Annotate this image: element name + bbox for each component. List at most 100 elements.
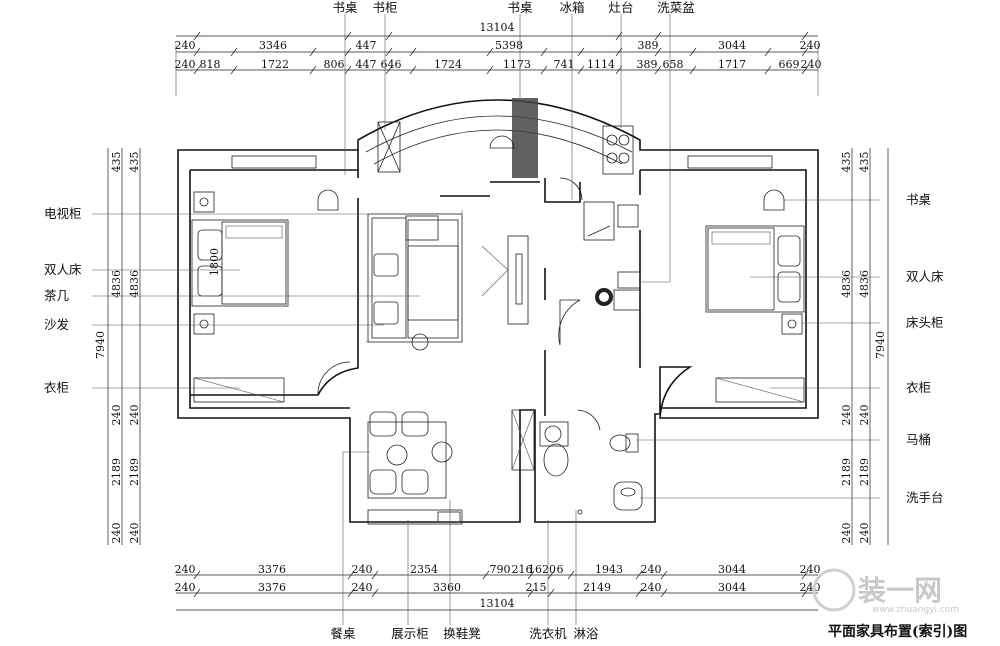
svg-text:1800: 1800 <box>208 248 221 276</box>
label-desk-mid: 书桌 <box>507 0 533 15</box>
svg-text:240: 240 <box>352 563 373 576</box>
label-desk-right: 书桌 <box>906 192 932 207</box>
svg-text:2189: 2189 <box>858 458 871 486</box>
fridge-box <box>583 201 615 241</box>
dim-bottom-total: 13104 <box>480 597 515 610</box>
svg-text:240: 240 <box>840 405 853 426</box>
svg-text:240: 240 <box>110 405 123 426</box>
svg-text:3044: 3044 <box>718 581 746 594</box>
dim-top-2: 3346 <box>259 39 287 52</box>
label-sink: 洗菜盆 <box>657 0 695 15</box>
plan-title: 平面家具布置(索引)图 <box>828 623 967 640</box>
living-area <box>367 213 463 343</box>
label-tv-cabinet: 电视柜 <box>44 206 82 221</box>
svg-text:3376: 3376 <box>258 563 286 576</box>
dim-top-6: 3044 <box>718 39 746 52</box>
svg-text:240: 240 <box>641 563 662 576</box>
wardrobe-left <box>193 377 285 403</box>
left-dimensions: 7940 435 435 4836 4836 240 240 2189 2189… <box>94 148 141 545</box>
dim-left-total: 7940 <box>94 331 107 359</box>
dim-top-1: 240 <box>175 39 196 52</box>
label-fridge: 冰箱 <box>559 0 584 15</box>
dim-top2-9: 741 <box>554 58 575 71</box>
svg-text:2149: 2149 <box>583 581 611 594</box>
watermark-url: www.zhuangyi.com <box>872 605 959 615</box>
svg-text:435: 435 <box>110 152 123 173</box>
double-bed-left <box>191 219 289 307</box>
label-shoe-bench: 换鞋凳 <box>443 626 481 641</box>
dim-top-4: 5398 <box>495 39 523 52</box>
svg-text:240: 240 <box>175 581 196 594</box>
dim-top2-2: 818 <box>200 58 221 71</box>
label-stove: 灶台 <box>608 0 633 15</box>
dim-top2-7: 1724 <box>434 58 462 71</box>
dim-top2-15: 240 <box>801 58 822 71</box>
svg-text:216: 216 <box>512 563 533 576</box>
dim-top2-8: 1173 <box>503 58 531 71</box>
svg-text:790: 790 <box>490 563 511 576</box>
dim-top2-12: 658 <box>663 58 684 71</box>
svg-text:240: 240 <box>128 523 141 544</box>
watermark-logo: 装一网 www.zhuangyi.com <box>812 568 959 615</box>
label-tea-table: 茶几 <box>44 288 70 303</box>
svg-text:6: 6 <box>557 563 564 576</box>
label-dining-table: 餐桌 <box>330 626 356 641</box>
furniture: 1800 <box>191 191 805 525</box>
label-sofa: 沙发 <box>44 317 70 332</box>
label-desk-left: 书桌 <box>332 0 358 15</box>
label-toilet: 马桶 <box>906 432 931 447</box>
label-display-cabinet: 展示柜 <box>391 626 429 641</box>
svg-text:4836: 4836 <box>858 270 871 298</box>
svg-text:240: 240 <box>858 523 871 544</box>
svg-text:4836: 4836 <box>840 270 853 298</box>
svg-text:240: 240 <box>175 563 196 576</box>
svg-text:240: 240 <box>800 581 821 594</box>
wardrobe-right <box>715 377 805 403</box>
dim-top2-13: 1717 <box>718 58 746 71</box>
label-washbasin: 洗手台 <box>906 490 944 505</box>
svg-text:2189: 2189 <box>128 458 141 486</box>
svg-text:435: 435 <box>128 152 141 173</box>
svg-text:215: 215 <box>526 581 547 594</box>
svg-text:240: 240 <box>110 523 123 544</box>
svg-text:4836: 4836 <box>110 270 123 298</box>
dim-top2-10: 1114 <box>587 58 615 71</box>
bottom-dimensions: 240 3376 240 2354 790 216 1620 6 1943 24… <box>175 563 821 611</box>
svg-text:240: 240 <box>840 523 853 544</box>
walls <box>177 98 819 523</box>
right-dimensions: 7940 435 435 4836 4836 240 240 2189 2189… <box>840 148 889 545</box>
top-labels: 书桌 书柜 书桌 冰箱 灶台 洗菜盆 <box>332 0 695 15</box>
dim-right-total: 7940 <box>874 331 887 359</box>
svg-text:4836: 4836 <box>128 270 141 298</box>
label-wardrobe-right: 衣柜 <box>906 380 931 395</box>
watermark-text: 装一网 <box>858 574 942 607</box>
svg-text:240: 240 <box>128 405 141 426</box>
label-shower: 淋浴 <box>573 626 599 641</box>
label-bedside: 床头柜 <box>906 315 944 330</box>
right-labels: 书桌 双人床 床头柜 衣柜 马桶 洗手台 <box>906 192 944 505</box>
svg-text:240: 240 <box>858 405 871 426</box>
dim-top2-1: 240 <box>175 58 196 71</box>
label-washer: 洗衣机 <box>529 626 567 641</box>
svg-text:1620: 1620 <box>528 563 556 576</box>
dining-table <box>367 421 447 499</box>
dim-top2-14: 669 <box>779 58 800 71</box>
dim-top2-5: 447 <box>356 58 377 71</box>
svg-text:240: 240 <box>641 581 662 594</box>
svg-text:2189: 2189 <box>840 458 853 486</box>
dim-top-7: 240 <box>800 39 821 52</box>
svg-text:3376: 3376 <box>258 581 286 594</box>
svg-text:1943: 1943 <box>595 563 623 576</box>
svg-text:435: 435 <box>858 152 871 173</box>
label-double-bed-right: 双人床 <box>906 269 944 284</box>
dim-top-5: 389 <box>638 39 659 52</box>
svg-text:3044: 3044 <box>718 563 746 576</box>
dim-top2-4: 806 <box>324 58 345 71</box>
dim-top2-11: 389 <box>637 58 658 71</box>
dim-top2-3: 1722 <box>261 58 289 71</box>
svg-text:240: 240 <box>800 563 821 576</box>
dim-top2-6: 646 <box>381 58 402 71</box>
left-labels: 电视柜 双人床 茶几 沙发 衣柜 <box>44 206 82 395</box>
double-bed-right <box>705 225 805 313</box>
